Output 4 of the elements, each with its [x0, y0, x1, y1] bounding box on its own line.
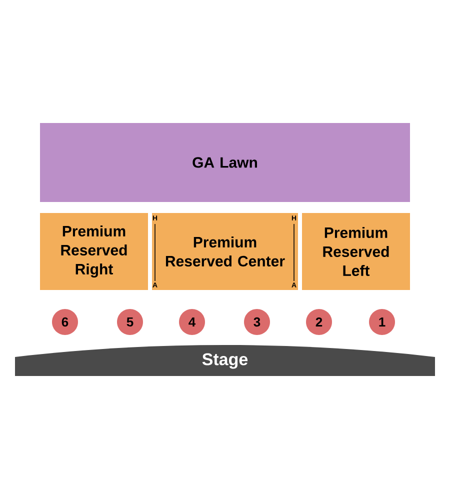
- lawn-section: GA Lawn: [40, 123, 410, 202]
- seating-section: Premium Reserved Right: [40, 213, 148, 290]
- seating-section: Premium Reserved Left: [302, 213, 410, 290]
- stage: Stage: [15, 345, 435, 376]
